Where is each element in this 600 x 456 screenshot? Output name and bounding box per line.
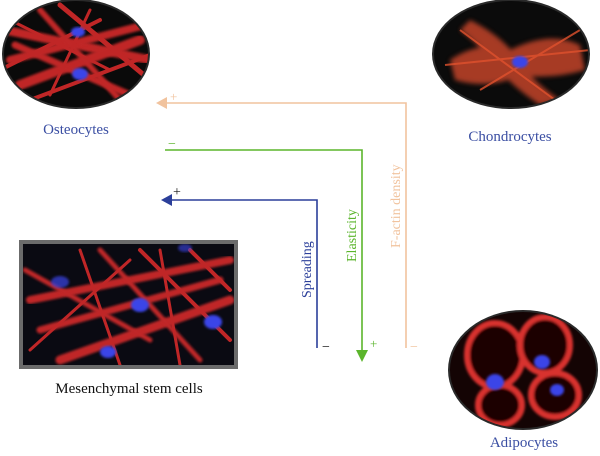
spreading-start-sign: + — [173, 185, 181, 200]
chondrocytes-label: Chondrocytes — [468, 129, 551, 145]
factin-end-sign: − — [410, 340, 418, 355]
adipocyte-micrograph — [448, 310, 598, 430]
spreading-label: Spreading — [300, 241, 315, 298]
chondrocyte-micrograph — [432, 0, 590, 109]
elasticity-start-sign: − — [168, 137, 176, 152]
osteocyte-micrograph — [2, 0, 150, 109]
factin-arrowhead-icon — [156, 97, 167, 109]
elasticity-end-sign: + — [370, 336, 377, 351]
elasticity-label: Elasticity — [345, 209, 360, 262]
spreading-arrowhead-icon — [161, 194, 172, 206]
factin-label: F-actin density — [389, 164, 404, 248]
msc-label: Mesenchymal stem cells — [55, 381, 203, 397]
elasticity-arrowhead-icon — [356, 350, 368, 362]
factin-start-sign: + — [170, 89, 177, 104]
osteocytes-label: Osteocytes — [43, 122, 109, 138]
spreading-end-sign: − — [322, 340, 330, 355]
spreading-arrow: + − Spreading — [161, 185, 330, 355]
msc-micrograph — [19, 240, 238, 369]
factin-density-arrow: + − F-actin density — [156, 89, 418, 355]
elasticity-arrow: − + Elasticity — [165, 137, 377, 362]
adipocytes-label: Adipocytes — [490, 435, 558, 451]
